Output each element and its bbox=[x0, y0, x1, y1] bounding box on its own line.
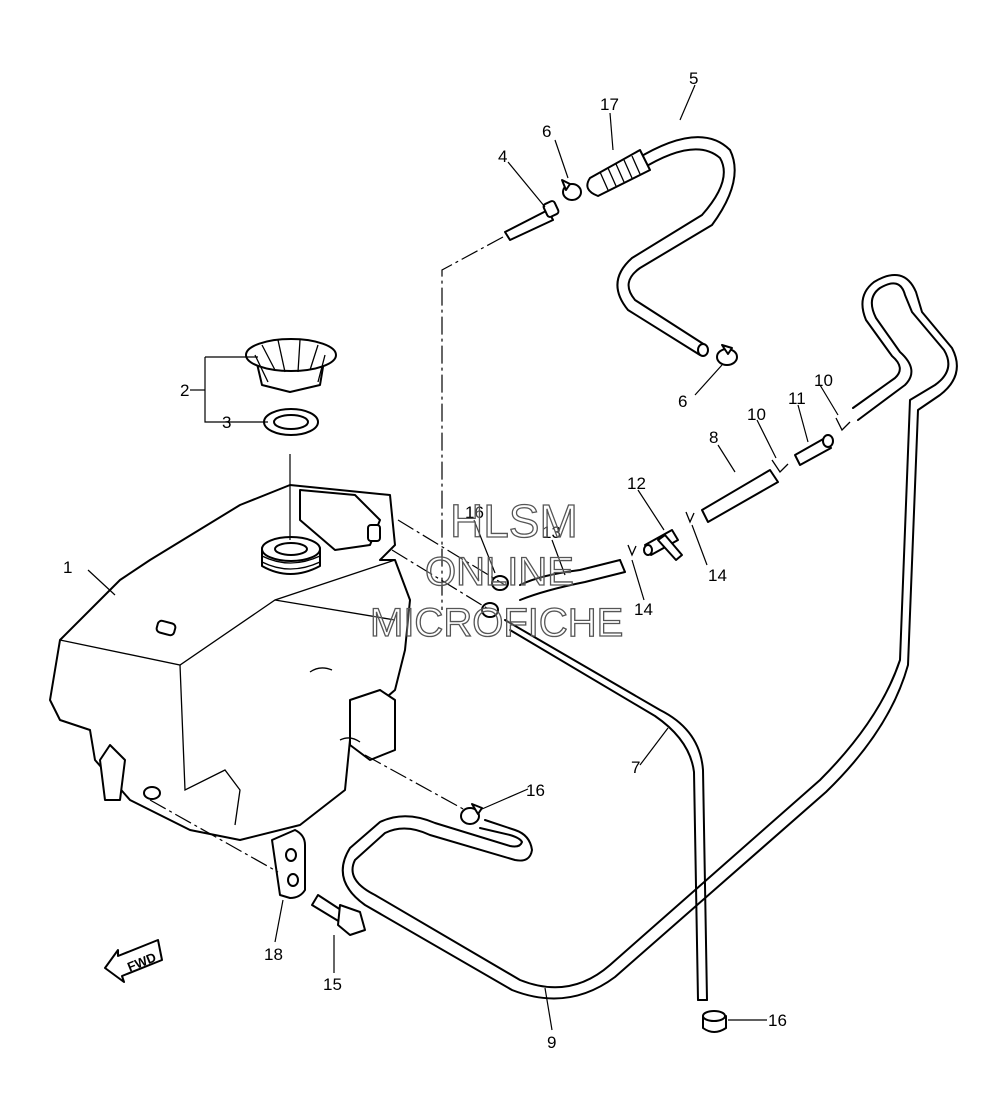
watermark-line-3: MICROFICHE bbox=[370, 601, 623, 645]
return-hose[interactable] bbox=[341, 273, 958, 1000]
callout-13: 13 bbox=[542, 523, 561, 542]
callout-4: 4 bbox=[498, 147, 507, 166]
mount-bolt[interactable] bbox=[311, 894, 366, 936]
hose-8[interactable] bbox=[701, 469, 779, 523]
clip-14-left[interactable] bbox=[627, 544, 637, 557]
mount-plate[interactable] bbox=[271, 829, 306, 899]
t-joint[interactable] bbox=[643, 529, 683, 561]
callout-10-left: 10 bbox=[747, 405, 766, 424]
clip-10-left[interactable] bbox=[771, 459, 789, 474]
callout-1: 1 bbox=[63, 558, 72, 577]
hose-protector[interactable] bbox=[586, 149, 651, 197]
callout-5: 5 bbox=[689, 69, 698, 88]
clip-14-right[interactable] bbox=[685, 511, 695, 524]
callout-14-left: 14 bbox=[634, 600, 653, 619]
joint-11[interactable] bbox=[794, 434, 834, 466]
cap-gasket[interactable] bbox=[263, 408, 319, 436]
watermark: HLSM ONLINE MICROFICHE bbox=[369, 494, 624, 645]
callout-2: 2 bbox=[180, 381, 189, 400]
hose-clamp-16-bottom[interactable] bbox=[702, 1010, 727, 1033]
callout-16-upper: 16 bbox=[465, 503, 484, 522]
callout-11: 11 bbox=[788, 389, 806, 408]
drain-hose[interactable] bbox=[504, 619, 708, 1001]
fuel-cap[interactable] bbox=[245, 338, 337, 393]
callout-14-right: 14 bbox=[708, 566, 727, 585]
callout-17: 17 bbox=[600, 95, 619, 114]
watermark-line-1: HLSM bbox=[450, 495, 578, 547]
watermark-line-2: ONLINE bbox=[425, 550, 574, 594]
callout-10-right: 10 bbox=[814, 371, 833, 390]
filler-neck bbox=[261, 536, 321, 575]
callout-18: 18 bbox=[264, 945, 283, 964]
callout-16-middle: 16 bbox=[526, 781, 545, 800]
breather-hose[interactable] bbox=[591, 136, 736, 357]
callout-7: 7 bbox=[631, 758, 640, 777]
fwd-arrow: FWD bbox=[104, 939, 163, 983]
callout-9: 9 bbox=[547, 1033, 556, 1052]
hose-clamp-6-lower[interactable] bbox=[716, 344, 738, 366]
callout-3: 3 bbox=[222, 413, 231, 432]
clip-10-right[interactable] bbox=[835, 417, 851, 432]
fuel-tank[interactable] bbox=[49, 484, 411, 841]
hose-clamp-16-tank[interactable] bbox=[481, 575, 509, 618]
callout-6-lower: 6 bbox=[678, 392, 687, 411]
callout-8: 8 bbox=[709, 428, 718, 447]
callout-15: 15 bbox=[323, 975, 342, 994]
breather-fitting[interactable] bbox=[504, 200, 560, 241]
short-hose[interactable] bbox=[519, 559, 626, 601]
callout-12: 12 bbox=[627, 474, 646, 493]
hose-clamp-6-upper[interactable] bbox=[561, 179, 582, 201]
callout-16-bottom: 16 bbox=[768, 1011, 787, 1030]
callout-6-upper: 6 bbox=[542, 122, 551, 141]
hose-clamp-16-middle[interactable] bbox=[460, 803, 483, 825]
